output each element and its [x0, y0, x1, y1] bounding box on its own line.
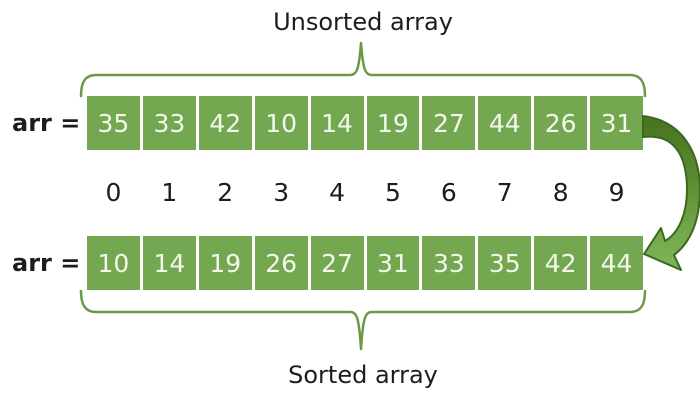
curved-arrow-down-icon: [642, 115, 700, 271]
index-label: 9: [608, 177, 625, 207]
array-cell: 26: [534, 96, 588, 150]
array-cell: 14: [142, 236, 196, 290]
index-label: 3: [273, 177, 290, 207]
unsorted-array-var-label: arr =: [12, 109, 81, 137]
unsorted-array-title: Unsorted array: [273, 8, 453, 36]
array-cell: 10: [254, 96, 308, 150]
array-cell: 35: [478, 236, 532, 290]
array-cell: 26: [254, 236, 308, 290]
sorted-array-title: Sorted array: [288, 361, 438, 389]
array-cell: 14: [310, 96, 364, 150]
array-cell: 33: [142, 96, 196, 150]
index-label: 7: [496, 177, 513, 207]
index-label: 8: [552, 177, 569, 207]
unsorted-array-brace: [79, 41, 647, 98]
index-label: 2: [217, 177, 234, 207]
sorted-array-brace: [79, 289, 647, 351]
index-label: 6: [440, 177, 457, 207]
array-cell: 27: [422, 96, 476, 150]
index-label: 5: [384, 177, 401, 207]
array-cell: 19: [366, 96, 420, 150]
array-cell: 42: [198, 96, 252, 150]
array-cell: 42: [534, 236, 588, 290]
index-label: 0: [105, 177, 122, 207]
array-cell: 33: [422, 236, 476, 290]
index-label: 4: [329, 177, 345, 207]
array-cell: 44: [478, 96, 532, 150]
index-row: 0 1 2 3 4 5 6 7 8 9: [87, 174, 643, 210]
array-cell: 35: [87, 96, 140, 150]
index-label: 1: [161, 177, 178, 207]
array-cell: 27: [310, 236, 364, 290]
sorted-array-var-label: arr =: [12, 249, 81, 277]
array-cell: 19: [198, 236, 252, 290]
array-cell: 31: [366, 236, 420, 290]
array-cell: 44: [590, 236, 643, 290]
array-cell: 31: [590, 96, 643, 150]
array-cell: 10: [87, 236, 140, 290]
